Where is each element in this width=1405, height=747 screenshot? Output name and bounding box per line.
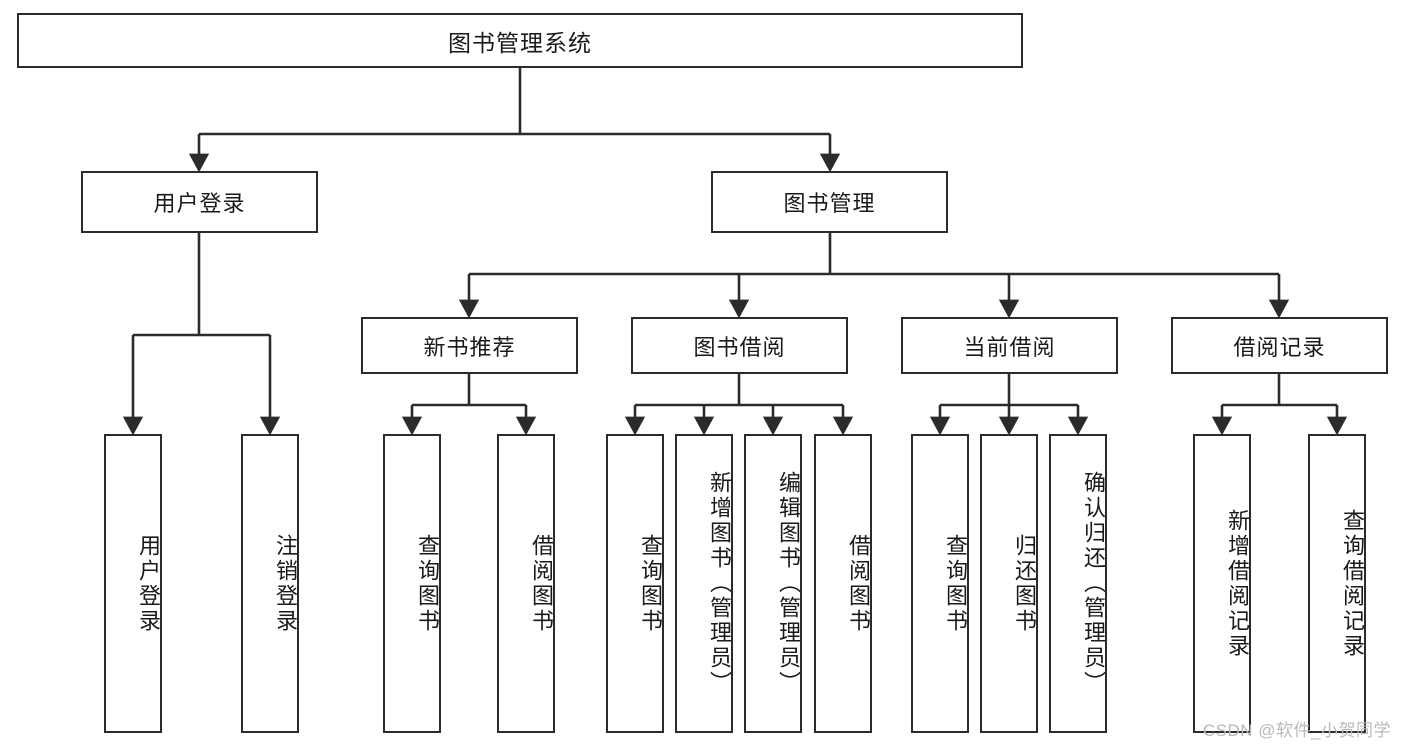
node-label: 用户登录 [136, 533, 161, 634]
node-label: 查询图书 [638, 533, 663, 634]
leaf-return-book[interactable]: 归还图书 [980, 434, 1038, 733]
node-label: 用户登录 [153, 191, 246, 216]
watermark-text: CSDN @软件_小贺同学 [1202, 721, 1391, 740]
node-label: 查询图书 [415, 533, 440, 634]
node-current-borrow[interactable]: 当前借阅 [901, 317, 1118, 374]
leaf-add-book-admin[interactable]: 新增图书（管理员） [675, 434, 733, 733]
node-label: 图书借阅 [693, 334, 786, 360]
node-label: 新书推荐 [423, 334, 516, 360]
node-borrow-record[interactable]: 借阅记录 [1171, 317, 1388, 374]
node-label: 查询图书 [943, 533, 968, 634]
node-label: 新增图书（管理员） [707, 471, 732, 696]
leaf-query-book-recommend[interactable]: 查询图书 [383, 434, 441, 733]
node-label: 借阅图书 [529, 533, 554, 634]
leaf-borrow-book-recommend[interactable]: 借阅图书 [497, 434, 555, 733]
leaf-query-book-borrow[interactable]: 查询图书 [606, 434, 664, 733]
node-new-book-recommend[interactable]: 新书推荐 [361, 317, 578, 374]
leaf-edit-book-admin[interactable]: 编辑图书（管理员） [744, 434, 802, 733]
node-label: 借阅记录 [1233, 334, 1326, 360]
node-label: 查询借阅记录 [1340, 508, 1365, 659]
node-label: 注销登录 [273, 533, 298, 634]
node-book-management[interactable]: 图书管理 [711, 171, 948, 233]
leaf-confirm-return-admin[interactable]: 确认归还（管理员） [1049, 434, 1107, 733]
leaf-query-borrow-record[interactable]: 查询借阅记录 [1308, 434, 1366, 733]
leaf-user-login[interactable]: 用户登录 [104, 434, 162, 733]
node-label: 新增借阅记录 [1225, 508, 1250, 659]
node-user-login[interactable]: 用户登录 [81, 171, 318, 233]
node-label: 编辑图书（管理员） [776, 471, 801, 696]
leaf-borrow-book[interactable]: 借阅图书 [814, 434, 872, 733]
node-label: 归还图书 [1012, 533, 1037, 634]
node-label: 当前借阅 [963, 334, 1056, 360]
node-label: 图书管理 [783, 191, 876, 216]
leaf-add-borrow-record[interactable]: 新增借阅记录 [1193, 434, 1251, 733]
leaf-logout[interactable]: 注销登录 [241, 434, 299, 733]
node-book-borrow[interactable]: 图书借阅 [631, 317, 848, 374]
leaf-query-book-current[interactable]: 查询图书 [911, 434, 969, 733]
node-root-book-management-system[interactable]: 图书管理系统 [17, 13, 1023, 68]
node-label: 借阅图书 [846, 533, 871, 634]
node-label: 图书管理系统 [448, 29, 592, 56]
node-label: 确认归还（管理员） [1081, 471, 1106, 696]
